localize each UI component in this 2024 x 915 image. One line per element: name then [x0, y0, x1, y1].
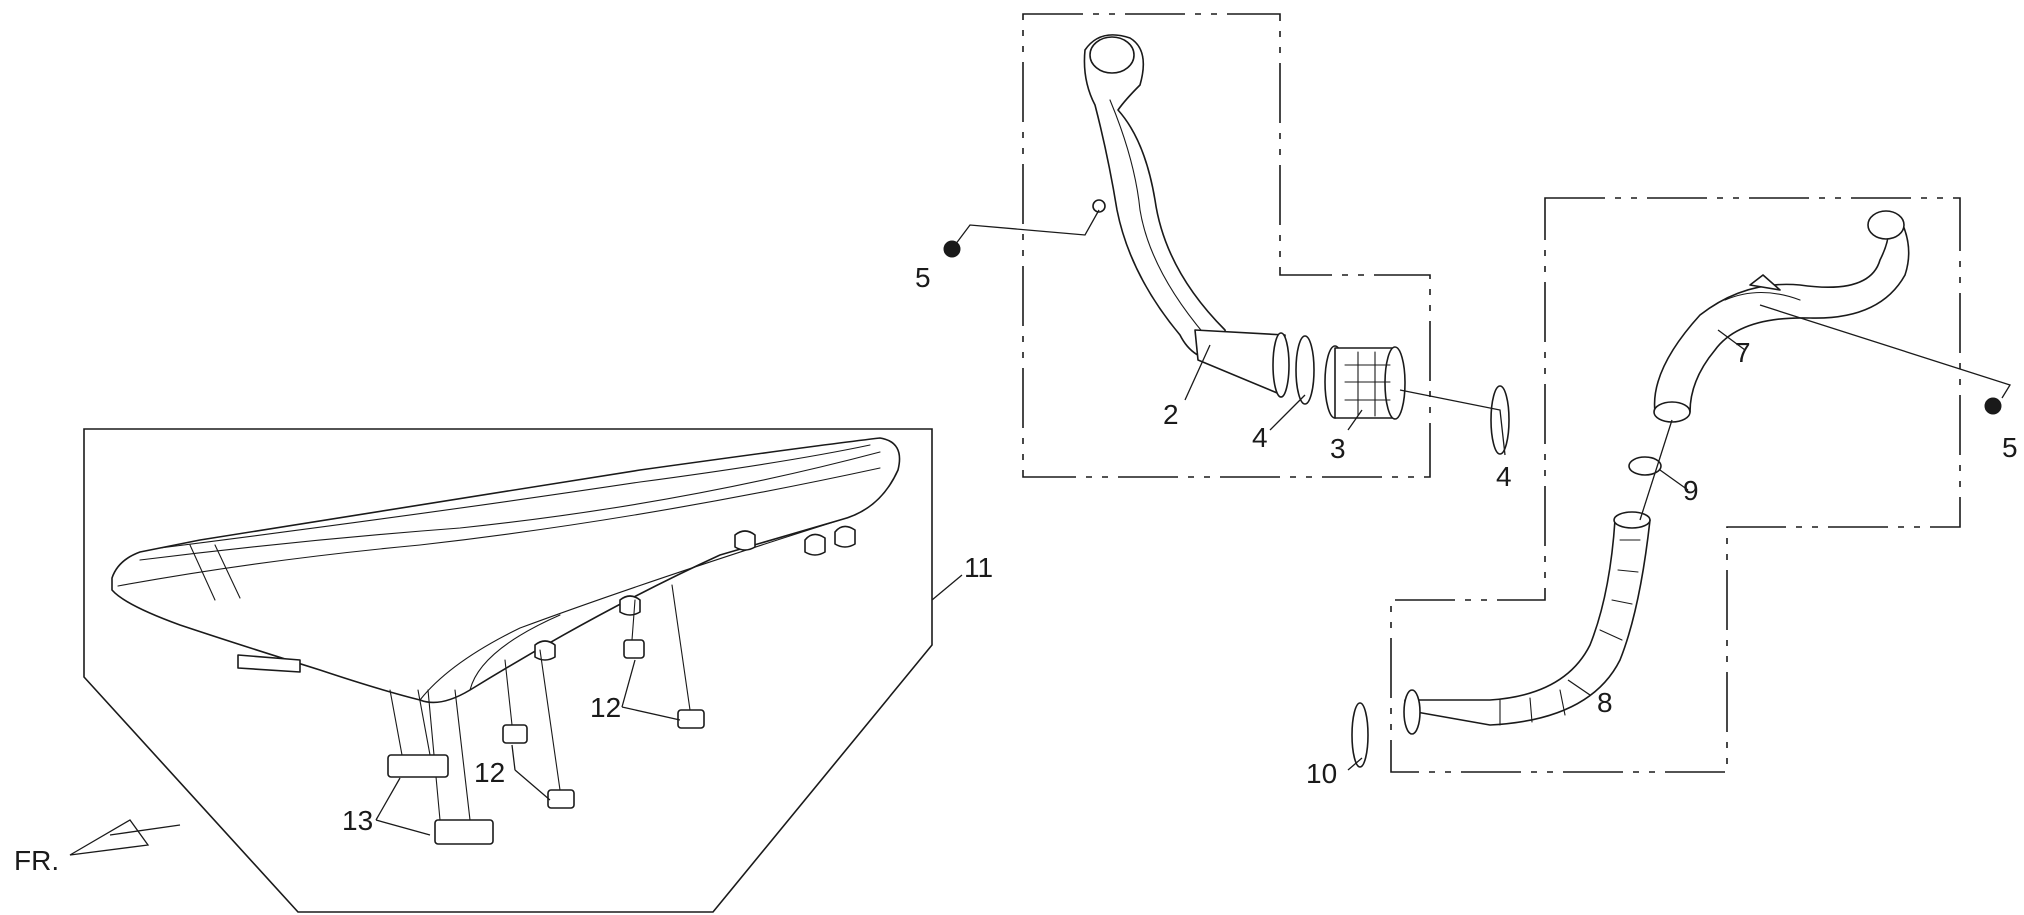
- hose-group-frame-a: [1022, 13, 1431, 478]
- leader-5b: [1759, 304, 2011, 399]
- clamp-part-10: [1351, 702, 1369, 768]
- leader-8: [1567, 679, 1591, 696]
- leader-12b: [511, 744, 551, 801]
- bolt-part-5-right: [1984, 397, 2002, 415]
- leader-5a: [951, 209, 1100, 250]
- callout-2: 2: [1163, 399, 1179, 430]
- axis-line: [1639, 419, 1673, 521]
- clamp-part-4: [1295, 335, 1510, 455]
- callout-13: 13: [342, 805, 373, 836]
- seat-assembly: [111, 437, 901, 704]
- rubber-foot-part-12: [502, 639, 705, 809]
- callout-12-a: 12: [590, 692, 621, 723]
- leader-4b: [1399, 389, 1506, 456]
- o-ring-part-9: [1628, 456, 1662, 476]
- direction-label: FR.: [14, 845, 59, 876]
- callout-3: 3: [1330, 433, 1346, 464]
- leader-9: [1659, 469, 1689, 491]
- pipe-part-7: [1653, 210, 1910, 423]
- leader-4a: [1269, 394, 1306, 431]
- callout-11: 11: [964, 552, 993, 583]
- callout-10: 10: [1306, 758, 1337, 789]
- leader-13: [375, 777, 431, 836]
- leader-10: [1347, 757, 1363, 771]
- callout-5-right: 5: [2002, 432, 2018, 463]
- pipe-part-2: [1083, 34, 1290, 398]
- leader-2: [1184, 344, 1211, 401]
- callout-7: 7: [1735, 337, 1751, 368]
- callout-9: 9: [1683, 475, 1699, 506]
- seat-pad-part-13: [387, 754, 494, 845]
- leader-12a: [621, 659, 681, 721]
- front-direction-arrow: [69, 819, 181, 856]
- seat-group-frame: [83, 428, 933, 913]
- callout-4-a: 4: [1252, 422, 1268, 453]
- leader-3: [1347, 409, 1363, 431]
- hose-part-8: [1403, 511, 1651, 735]
- callout-5-left: 5: [915, 262, 931, 293]
- callout-4-b: 4: [1496, 461, 1512, 492]
- leader-11: [931, 574, 963, 601]
- filter-part-3: [1324, 345, 1406, 420]
- leader-7: [1717, 329, 1746, 351]
- callout-12-b: 12: [474, 757, 505, 788]
- hose-group-frame-b: [1390, 197, 1961, 773]
- callout-8: 8: [1597, 687, 1613, 718]
- seat-legs: [389, 584, 691, 821]
